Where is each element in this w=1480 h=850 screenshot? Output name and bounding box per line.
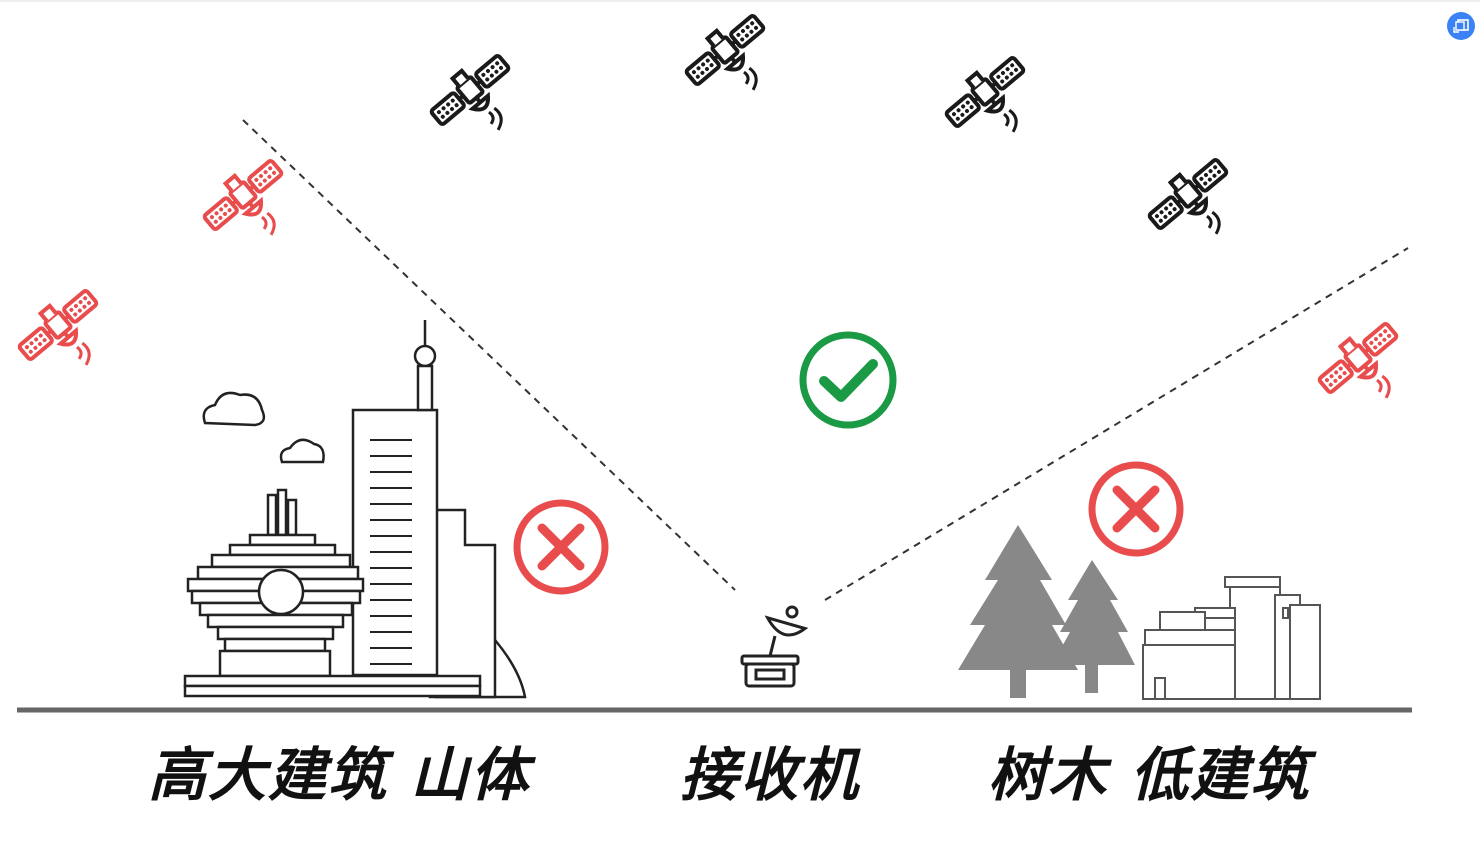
satellite-dish-icon: [740, 605, 809, 688]
translate-image-button[interactable]: [1447, 12, 1475, 40]
top-border: [0, 0, 1480, 2]
cloud-icon: [202, 391, 266, 427]
cloud-icon: [279, 438, 325, 464]
low-buildings: [1142, 576, 1321, 700]
blocked-satellite-icon: [1309, 312, 1409, 406]
blocked-satellite-icon: [9, 279, 109, 373]
satellite-icon: [421, 44, 521, 138]
translate-image-icon: [1453, 19, 1469, 33]
x-circle-icon: [513, 499, 609, 595]
label-tall-buildings-mountain: 高大建筑 山体: [148, 741, 531, 809]
check-circle-icon: [799, 331, 897, 429]
satellite-icon: [1139, 148, 1239, 242]
left-cutoff-line: [242, 119, 736, 591]
tall-buildings-mountain: [183, 320, 527, 699]
label-receiver: 接收机: [680, 741, 861, 809]
label-trees-low-buildings: 树木 低建筑: [988, 741, 1311, 809]
right-cutoff-line: [824, 247, 1409, 601]
x-circle-icon: [1088, 461, 1184, 557]
satellite-icon: [676, 4, 776, 98]
satellite-icon: [936, 46, 1036, 140]
blocked-satellite-icon: [194, 149, 294, 243]
tree-icon: [958, 525, 1135, 698]
